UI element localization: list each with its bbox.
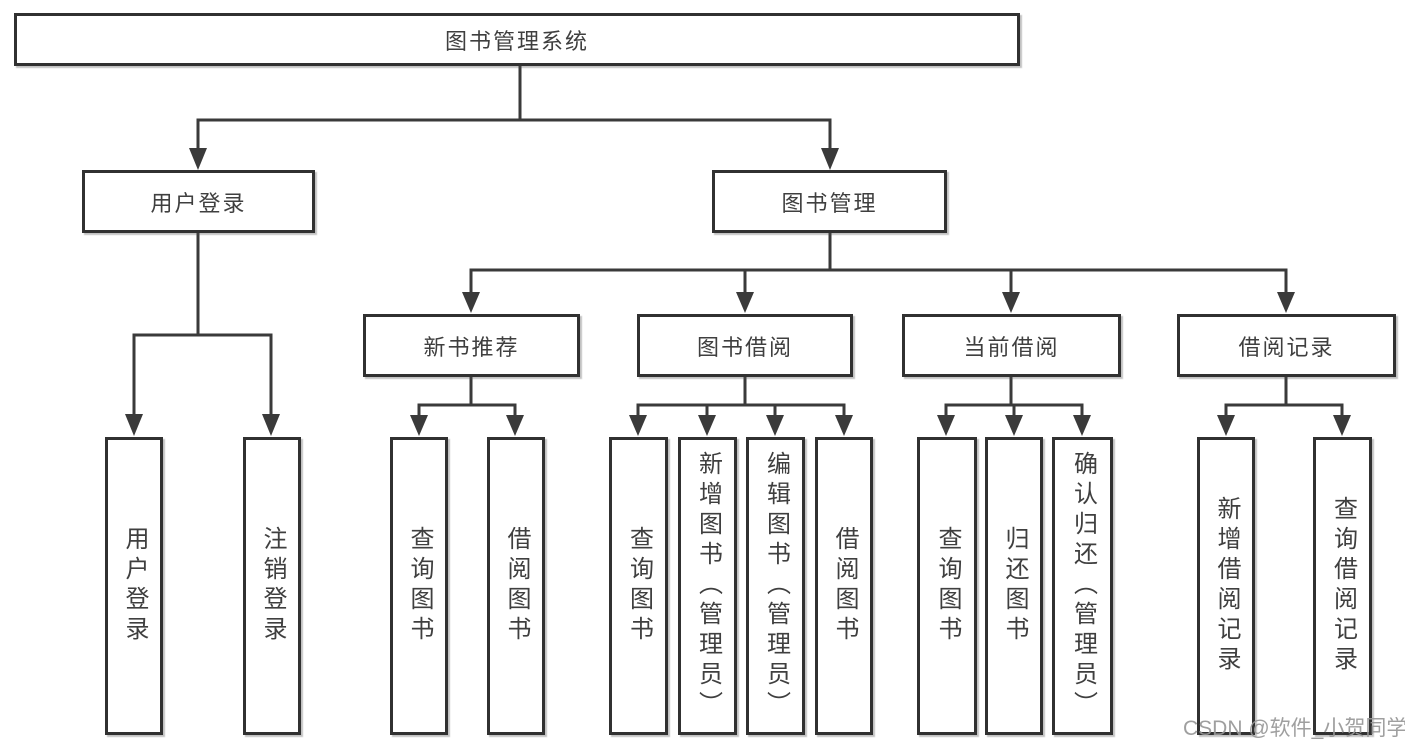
leaf-records-add-record-label: 新增借阅记录 — [1213, 496, 1240, 676]
arrowhead-g2-1 — [410, 415, 428, 436]
leaf-current-return-books: 归还图书 — [985, 437, 1043, 735]
arrowhead-l3-1 — [462, 292, 480, 313]
node-user-login-label: 用户登录 — [150, 190, 247, 216]
node-user-login: 用户登录 — [82, 170, 315, 233]
arrowheads — [125, 148, 1351, 436]
node-book-borrow-label: 图书借阅 — [696, 334, 793, 360]
leaf-logout: 注销登录 — [243, 437, 301, 735]
arrowhead-l3-2 — [736, 292, 754, 313]
arrowhead-g4-3 — [1073, 415, 1091, 436]
leaf-current-confirm-return-admin-label: 确认归还（管理员） — [1069, 451, 1097, 721]
node-root: 图书管理系统 — [14, 13, 1020, 66]
node-borrow-records-label: 借阅记录 — [1238, 334, 1335, 360]
arrowhead-g5-2 — [1333, 415, 1351, 436]
node-book-management-label: 图书管理 — [781, 190, 878, 216]
arrowhead-g3-1 — [629, 415, 647, 436]
arrowhead-g3-3 — [766, 415, 784, 436]
leaf-borrow-edit-books-admin-label: 编辑图书（管理员） — [762, 451, 790, 721]
node-current-borrow: 当前借阅 — [902, 314, 1121, 377]
leaf-records-query-record: 查询借阅记录 — [1313, 437, 1372, 735]
watermark: CSDN @软件_小贺同学 — [1183, 717, 1405, 740]
leaf-recommend-query-books-label: 查询图书 — [406, 526, 433, 646]
arrowhead-g3-4 — [835, 415, 853, 436]
node-borrow-records: 借阅记录 — [1177, 314, 1396, 377]
arrowhead-l3-3 — [1002, 292, 1020, 313]
leaf-borrow-add-books-admin-label: 新增图书（管理员） — [694, 451, 722, 721]
leaf-borrow-add-books-admin: 新增图书（管理员） — [678, 437, 737, 735]
leaf-current-query-books-label: 查询图书 — [934, 526, 961, 646]
leaf-recommend-query-books: 查询图书 — [390, 437, 448, 735]
leaf-current-query-books: 查询图书 — [917, 437, 977, 735]
leaf-current-return-books-label: 归还图书 — [1001, 526, 1028, 646]
node-new-book-recommend: 新书推荐 — [363, 314, 580, 377]
leaf-borrow-query-books: 查询图书 — [609, 437, 668, 735]
leaf-borrow-query-books-label: 查询图书 — [625, 526, 653, 646]
arrowhead-g4-2 — [1005, 415, 1023, 436]
leaf-logout-label: 注销登录 — [259, 526, 286, 646]
leaf-borrow-edit-books-admin: 编辑图书（管理员） — [746, 437, 805, 735]
node-book-management: 图书管理 — [712, 170, 947, 233]
arrowhead-g4-1 — [937, 415, 955, 436]
leaf-current-confirm-return-admin: 确认归还（管理员） — [1052, 437, 1113, 735]
arrowhead-g1-2 — [262, 414, 280, 436]
arrowhead-g5-1 — [1217, 415, 1235, 436]
leaf-records-query-record-label: 查询借阅记录 — [1329, 496, 1357, 676]
leaf-borrow-borrow-books: 借阅图书 — [815, 437, 873, 735]
node-new-book-recommend-label: 新书推荐 — [423, 334, 520, 360]
leaf-records-add-record: 新增借阅记录 — [1197, 437, 1255, 735]
arrowhead-g2-2 — [506, 415, 524, 436]
arrowhead-g3-2 — [698, 415, 716, 436]
node-book-borrow: 图书借阅 — [637, 314, 853, 377]
leaf-user-login-label: 用户登录 — [121, 526, 148, 646]
arrowhead-g1-1 — [125, 414, 143, 436]
node-current-borrow-label: 当前借阅 — [963, 334, 1060, 360]
arrowhead-login — [189, 148, 207, 170]
leaf-user-login: 用户登录 — [105, 437, 163, 735]
leaf-recommend-borrow-books: 借阅图书 — [487, 437, 545, 735]
leaf-borrow-borrow-books-label: 借阅图书 — [831, 526, 858, 646]
wire-lines — [132, 64, 1344, 417]
leaf-recommend-borrow-books-label: 借阅图书 — [503, 526, 530, 646]
arrowhead-mgmt — [821, 148, 839, 170]
node-root-label: 图书管理系统 — [444, 28, 589, 54]
arrowhead-l3-4 — [1277, 292, 1295, 313]
